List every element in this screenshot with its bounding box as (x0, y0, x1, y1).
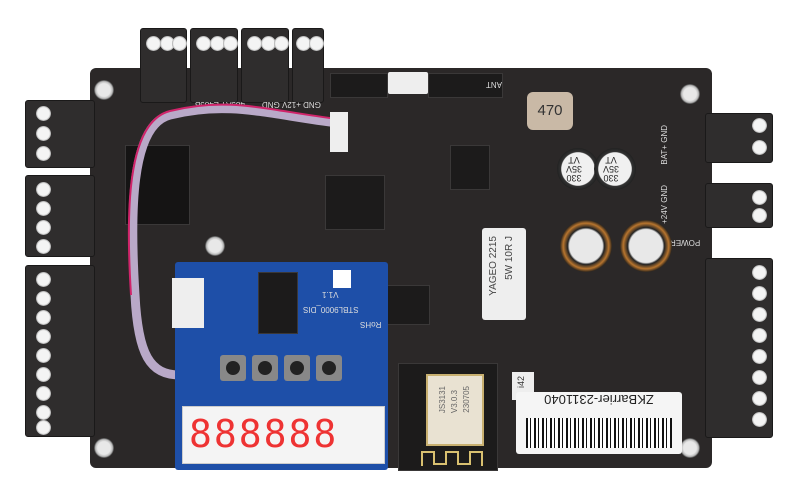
terminal-screw[interactable] (36, 182, 51, 197)
capacitor (594, 148, 636, 190)
serial-number: ZKBarrier-2311040 (544, 392, 654, 407)
terminal-block[interactable] (705, 258, 773, 438)
terminal-screw[interactable] (36, 201, 51, 216)
antenna-trace-icon (421, 451, 483, 466)
terminal-screw[interactable] (752, 391, 767, 406)
electrolytic-capacitor (620, 220, 672, 272)
terminal-screw[interactable] (36, 348, 51, 363)
terminal-screw[interactable] (752, 190, 767, 205)
terminal-screw[interactable] (752, 286, 767, 301)
key-button-1[interactable] (220, 355, 246, 381)
terminal-screw[interactable] (752, 328, 767, 343)
terminal-screw[interactable] (36, 367, 51, 382)
terminal-screw[interactable] (36, 291, 51, 306)
mcu-chip (325, 175, 385, 230)
ribbon-cable (127, 103, 339, 380)
terminal-screw[interactable] (36, 272, 51, 287)
terminal-screw[interactable] (36, 329, 51, 344)
terminal-screw[interactable] (752, 307, 767, 322)
power-resistor: YAGEO 2215 5W 10R J (482, 228, 526, 320)
terminal-screw[interactable] (752, 349, 767, 364)
cable-connector (172, 278, 204, 328)
label-bat: BAT+ GND (660, 125, 669, 165)
mounting-hole (680, 84, 700, 104)
mounting-hole (680, 438, 700, 458)
terminal-screw[interactable] (752, 208, 767, 223)
terminal-screw[interactable] (36, 405, 51, 420)
key-button-2[interactable] (252, 355, 278, 381)
mounting-hole (94, 80, 114, 100)
display-version: V1.1 (322, 290, 339, 299)
header (330, 73, 388, 98)
label-ant: ANT (486, 80, 502, 89)
ic-chip (385, 285, 430, 325)
tag-label: i42 (516, 376, 526, 389)
terminal-screw[interactable] (752, 265, 767, 280)
mounting-hole (205, 236, 225, 256)
rohs-label: RoHS (360, 320, 382, 329)
regulator (450, 145, 490, 190)
key-button-3[interactable] (284, 355, 310, 381)
cable-connector (330, 112, 348, 152)
terminal-screw[interactable] (36, 420, 51, 435)
terminal-screw[interactable] (36, 106, 51, 121)
barcode-label: ZKBarrier-2311040 (516, 392, 682, 454)
terminal-screw[interactable] (36, 146, 51, 161)
terminal-screw[interactable] (36, 239, 51, 254)
label-power: POWER (670, 238, 701, 247)
label-24v: +24V GND (660, 185, 669, 224)
connector[interactable] (388, 72, 428, 94)
terminal-screw[interactable] (752, 370, 767, 385)
driver-chip (258, 272, 298, 334)
electrolytic-capacitor (560, 220, 612, 272)
terminal-screw[interactable] (36, 386, 51, 401)
qr-code (333, 270, 351, 288)
terminal-screw[interactable] (36, 310, 51, 325)
terminal-screw[interactable] (752, 118, 767, 133)
terminal-screw[interactable] (752, 140, 767, 155)
inductor: 470 (527, 92, 573, 130)
barcode (526, 418, 672, 448)
antenna-header (428, 73, 503, 98)
terminal-screw[interactable] (36, 220, 51, 235)
terminal-screw[interactable] (36, 126, 51, 141)
seven-segment-display: 888888 (182, 406, 385, 464)
key-button-4[interactable] (316, 355, 342, 381)
display-digits: 888888 (189, 412, 339, 456)
capacitor (557, 148, 599, 190)
terminal-screw[interactable] (752, 412, 767, 427)
mounting-hole (94, 438, 114, 458)
display-model: STBL9000_DIS (303, 305, 359, 314)
